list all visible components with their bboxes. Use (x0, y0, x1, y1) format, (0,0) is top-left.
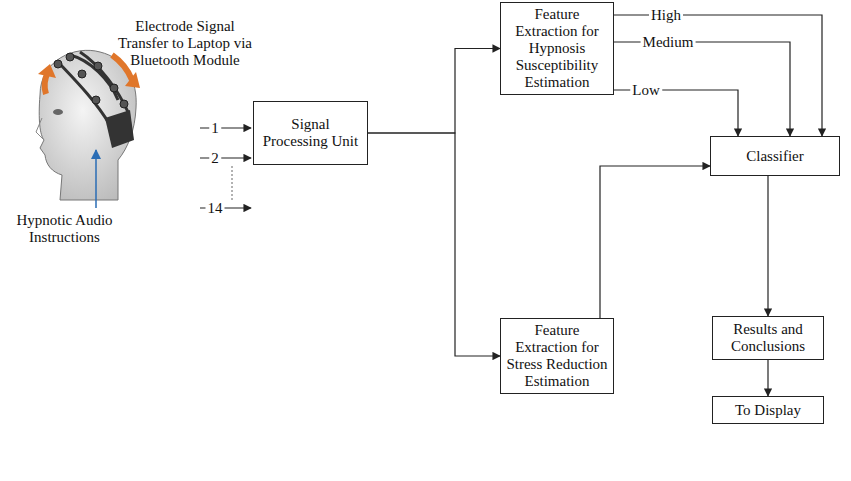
box-text: To Display (735, 402, 801, 419)
connector-arrow (767, 360, 768, 396)
box-text: Results and Conclusions (717, 321, 819, 355)
signal-number: 14 (206, 200, 225, 217)
connector-arrow (600, 166, 710, 318)
signal-number: 1 (209, 120, 221, 137)
connector-arrow (767, 176, 768, 316)
edge-label: Medium (641, 34, 696, 51)
annotation: Hypnotic Audio Instructions (2, 212, 127, 246)
process-box: Feature Extraction for Stress Reduction … (500, 318, 614, 394)
process-box: Results and Conclusions (712, 316, 824, 360)
edge-label: Low (630, 82, 662, 99)
connector-arrow (368, 133, 500, 356)
signal-number: 2 (209, 150, 221, 167)
connector-arrow (368, 49, 500, 134)
connector-arrow (614, 15, 822, 136)
connector-arrow (614, 42, 790, 136)
box-text: Signal Processing Unit (258, 116, 363, 150)
process-box: Feature Extraction for Hypnosis Suscepti… (500, 2, 614, 95)
box-text: Feature Extraction for Hypnosis Suscepti… (505, 6, 609, 91)
box-text: Classifier (746, 148, 804, 165)
annotation: Electrode Signal Transfer to Laptop via … (115, 18, 255, 69)
box-text: Feature Extraction for Stress Reduction … (505, 322, 609, 390)
process-box: Signal Processing Unit (253, 101, 368, 165)
process-box: To Display (712, 396, 824, 424)
edge-label: High (649, 7, 683, 24)
process-box: Classifier (710, 136, 840, 176)
